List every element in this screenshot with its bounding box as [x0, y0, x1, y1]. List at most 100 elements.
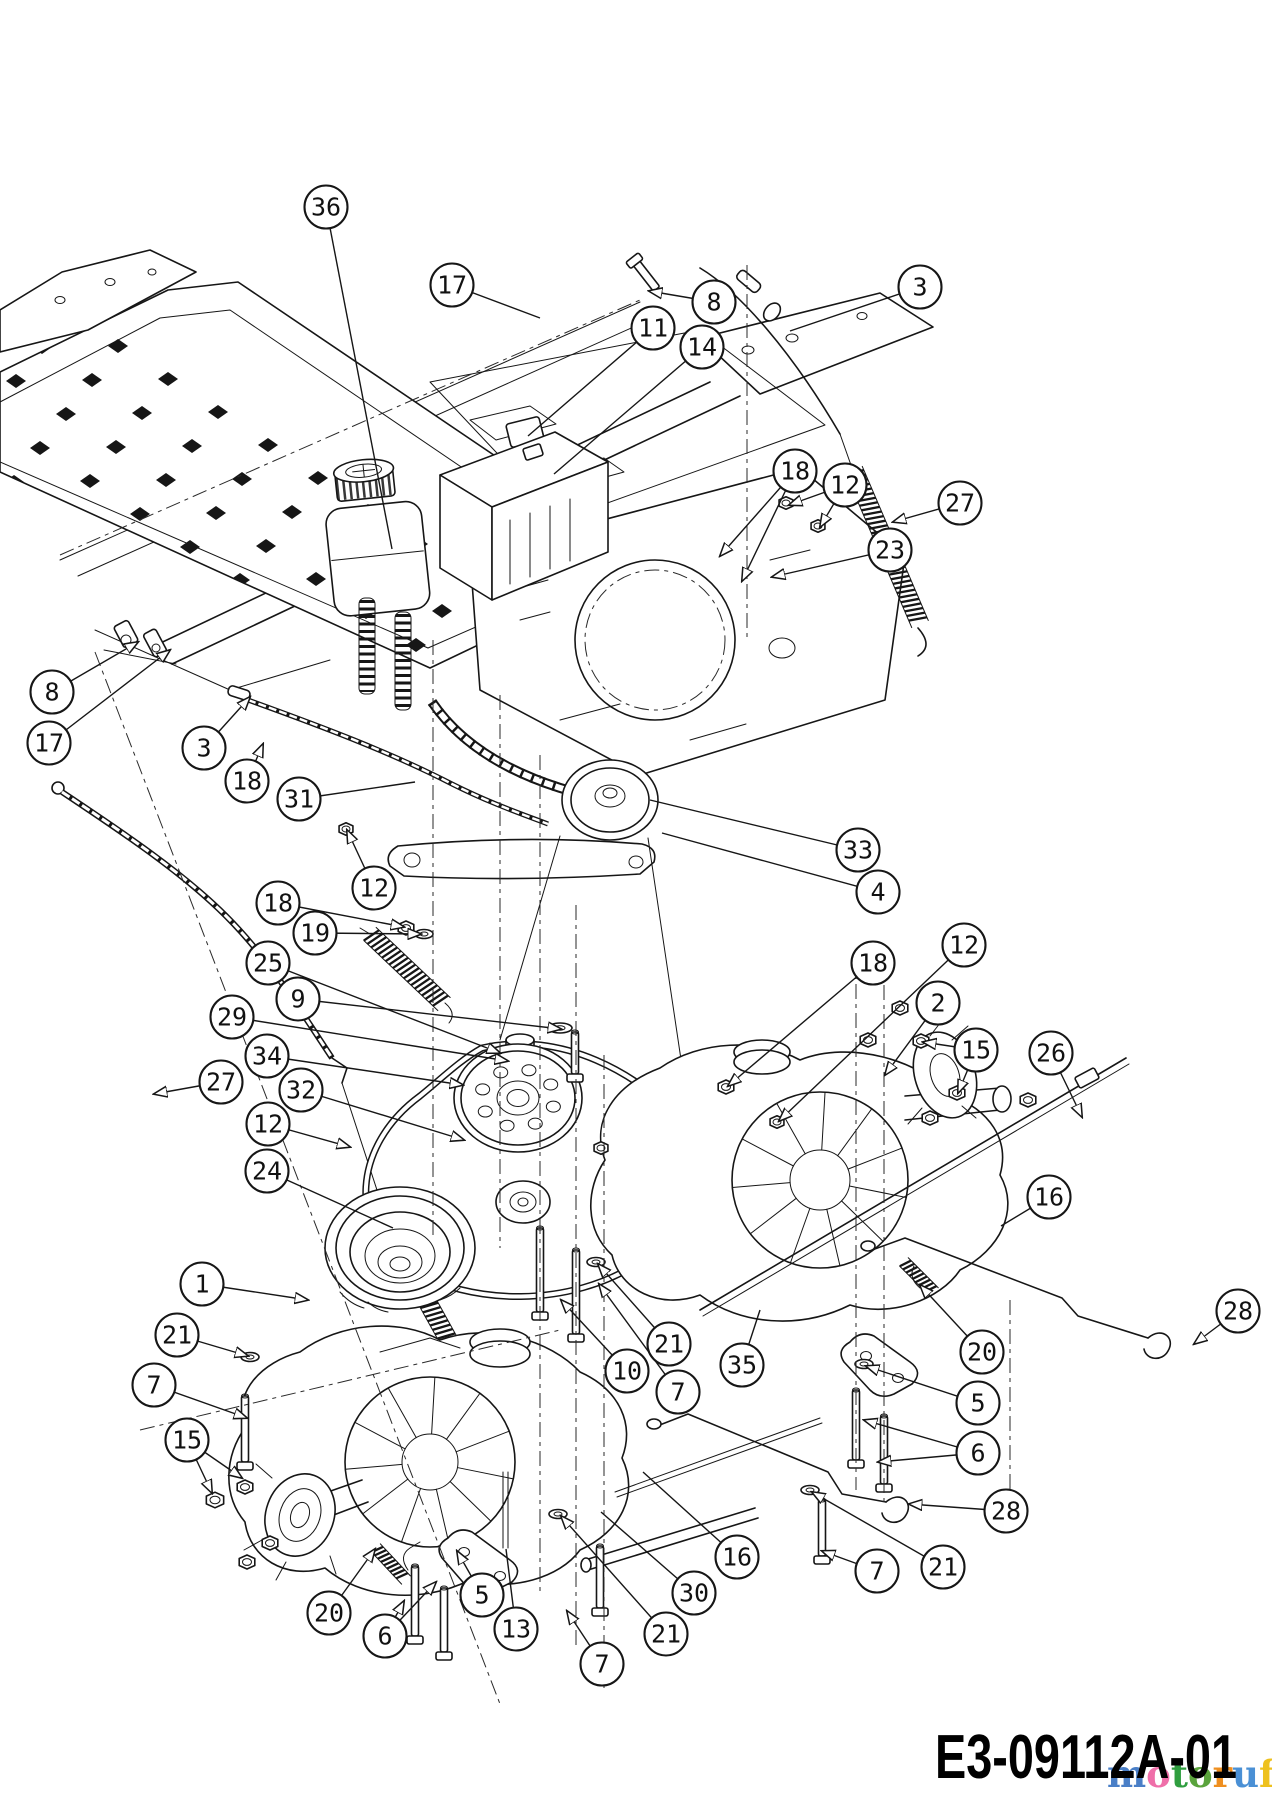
nut	[912, 1033, 930, 1049]
washer	[240, 1351, 260, 1363]
callout-6: 6	[362, 1582, 437, 1659]
bolt	[566, 1029, 584, 1083]
callout-number: 3	[196, 734, 211, 763]
callout-18: 18	[255, 880, 405, 928]
callout-circle	[244, 1148, 290, 1194]
callout-circle	[1215, 1288, 1261, 1334]
callout-35: 35	[719, 1309, 765, 1388]
callout-19: 19	[292, 910, 422, 956]
bolt	[591, 1543, 609, 1617]
callout-18: 18	[728, 940, 896, 1087]
drawing-number: E3-09112A-01	[935, 1723, 1237, 1792]
callout-circle	[850, 940, 896, 986]
callout-21: 21	[598, 1264, 692, 1367]
callout-number: 11	[638, 314, 668, 343]
callout-number: 36	[311, 193, 341, 222]
callout-8: 8	[29, 642, 139, 715]
washer	[586, 1256, 606, 1268]
callout-circle	[854, 1548, 900, 1594]
callout-27: 27	[154, 1059, 244, 1105]
callout-number: 12	[359, 874, 389, 903]
watermark-logo: motoruf.de	[1107, 1752, 1272, 1796]
callout-circle	[1028, 1030, 1074, 1076]
callout-circle	[959, 1329, 1005, 1375]
callout-10: 10	[561, 1300, 650, 1394]
callout-circle	[131, 1362, 177, 1408]
callout-circle	[303, 184, 349, 230]
callout-number: 8	[706, 288, 721, 317]
callout-27: 27	[893, 480, 983, 526]
callout-5: 5	[866, 1366, 1001, 1426]
callout-circle	[154, 1312, 200, 1358]
callout-circle	[941, 922, 987, 968]
callout-number: 4	[870, 878, 885, 907]
drive-pulley	[324, 1186, 476, 1313]
callout-number: 30	[679, 1579, 709, 1608]
nut	[948, 1085, 966, 1101]
callout-number: 2	[930, 989, 945, 1018]
callout-circle	[29, 669, 75, 715]
callout-number: 24	[252, 1157, 282, 1186]
callout-circle	[276, 776, 322, 822]
callout-circle	[459, 1572, 505, 1618]
callout-number: 15	[172, 1426, 202, 1455]
callout-circle	[362, 1613, 408, 1659]
callout-number: 28	[991, 1497, 1021, 1526]
callout-number: 21	[162, 1321, 192, 1350]
callout-number: 13	[501, 1615, 531, 1644]
callout-circle	[579, 1641, 625, 1687]
callout-7: 7	[131, 1362, 248, 1419]
callout-number: 23	[875, 536, 905, 565]
callout-number: 3	[912, 273, 927, 302]
callout-1: 1	[179, 1261, 309, 1307]
callout-circle	[835, 827, 881, 873]
callout-number: 16	[722, 1543, 752, 1572]
callout-number: 1	[194, 1270, 209, 1299]
callout-circle	[604, 1348, 650, 1394]
callout-32: 32	[278, 1067, 465, 1141]
nut	[397, 920, 415, 936]
callout-number: 28	[1223, 1297, 1253, 1326]
nut	[261, 1535, 279, 1551]
nut	[921, 1110, 939, 1126]
callout-7: 7	[599, 1284, 701, 1415]
callout-number: 8	[44, 678, 59, 707]
callout-number: 27	[945, 489, 975, 518]
nut	[891, 1000, 909, 1016]
callout-number: 21	[651, 1620, 681, 1649]
callout-33: 33	[649, 799, 881, 873]
callout-number: 27	[206, 1068, 236, 1097]
callout-15: 15	[923, 1027, 999, 1094]
callout-number: 16	[1034, 1183, 1064, 1212]
callout-7: 7	[822, 1548, 900, 1594]
callout-number: 32	[286, 1076, 316, 1105]
callout-circle	[955, 1430, 1001, 1476]
callout-number: 5	[970, 1389, 985, 1418]
callout-number: 10	[612, 1357, 642, 1386]
callout-number: 15	[961, 1036, 991, 1065]
callout-21: 21	[154, 1312, 249, 1358]
callout-number: 17	[34, 729, 64, 758]
nut	[338, 821, 354, 837]
callout-circle	[245, 1101, 291, 1147]
callout-number: 35	[727, 1351, 757, 1380]
callout-16: 16	[1000, 1174, 1072, 1227]
nut	[238, 1554, 256, 1570]
callout-number: 7	[146, 1371, 161, 1400]
callout-number: 6	[377, 1622, 392, 1651]
callout-number: 25	[253, 949, 283, 978]
callout-12: 12	[347, 830, 397, 911]
callout-circle	[867, 527, 913, 573]
callout-circle	[915, 980, 961, 1026]
nut	[236, 1479, 254, 1495]
callout-circle	[278, 1067, 324, 1113]
bolt	[435, 1585, 453, 1661]
callout-28: 28	[1194, 1288, 1261, 1345]
left-wheel-hub	[243, 1463, 369, 1581]
callout-20: 20	[306, 1549, 376, 1636]
callout-28: 28	[909, 1488, 1029, 1534]
callout-number: 6	[970, 1439, 985, 1468]
nut	[205, 1491, 225, 1509]
callout-number: 18	[263, 889, 293, 918]
nut	[717, 1079, 735, 1095]
